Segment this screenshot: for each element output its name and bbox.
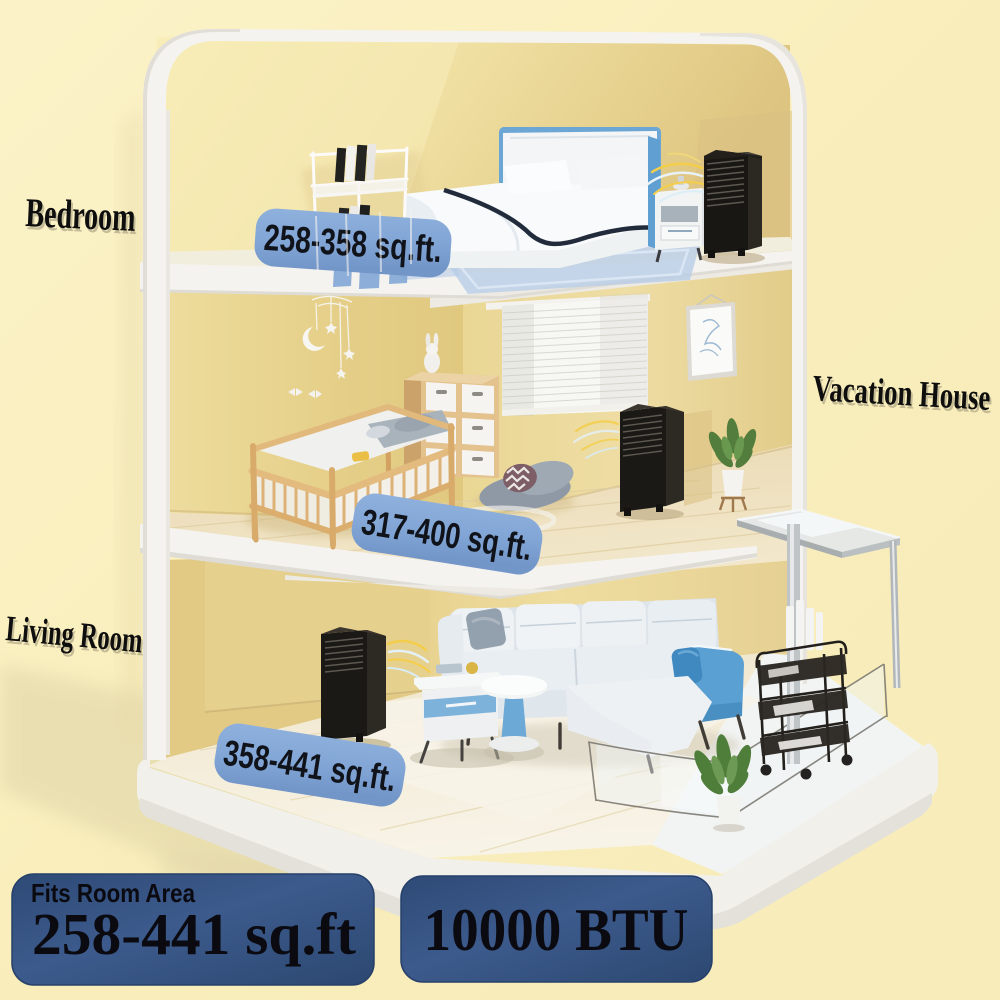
svg-text:Vacation House: Vacation House xyxy=(813,371,993,422)
svg-text:258-441 sq.ft: 258-441 sq.ft xyxy=(32,901,356,967)
svg-text:Vacation House: Vacation House xyxy=(811,368,991,419)
svg-text:10000 BTU: 10000 BTU xyxy=(424,897,689,963)
svg-text:Fits Room Area: Fits Room Area xyxy=(31,878,195,908)
svg-text:Bedroom: Bedroom xyxy=(26,192,138,243)
svg-text:Bedroom: Bedroom xyxy=(25,189,137,240)
